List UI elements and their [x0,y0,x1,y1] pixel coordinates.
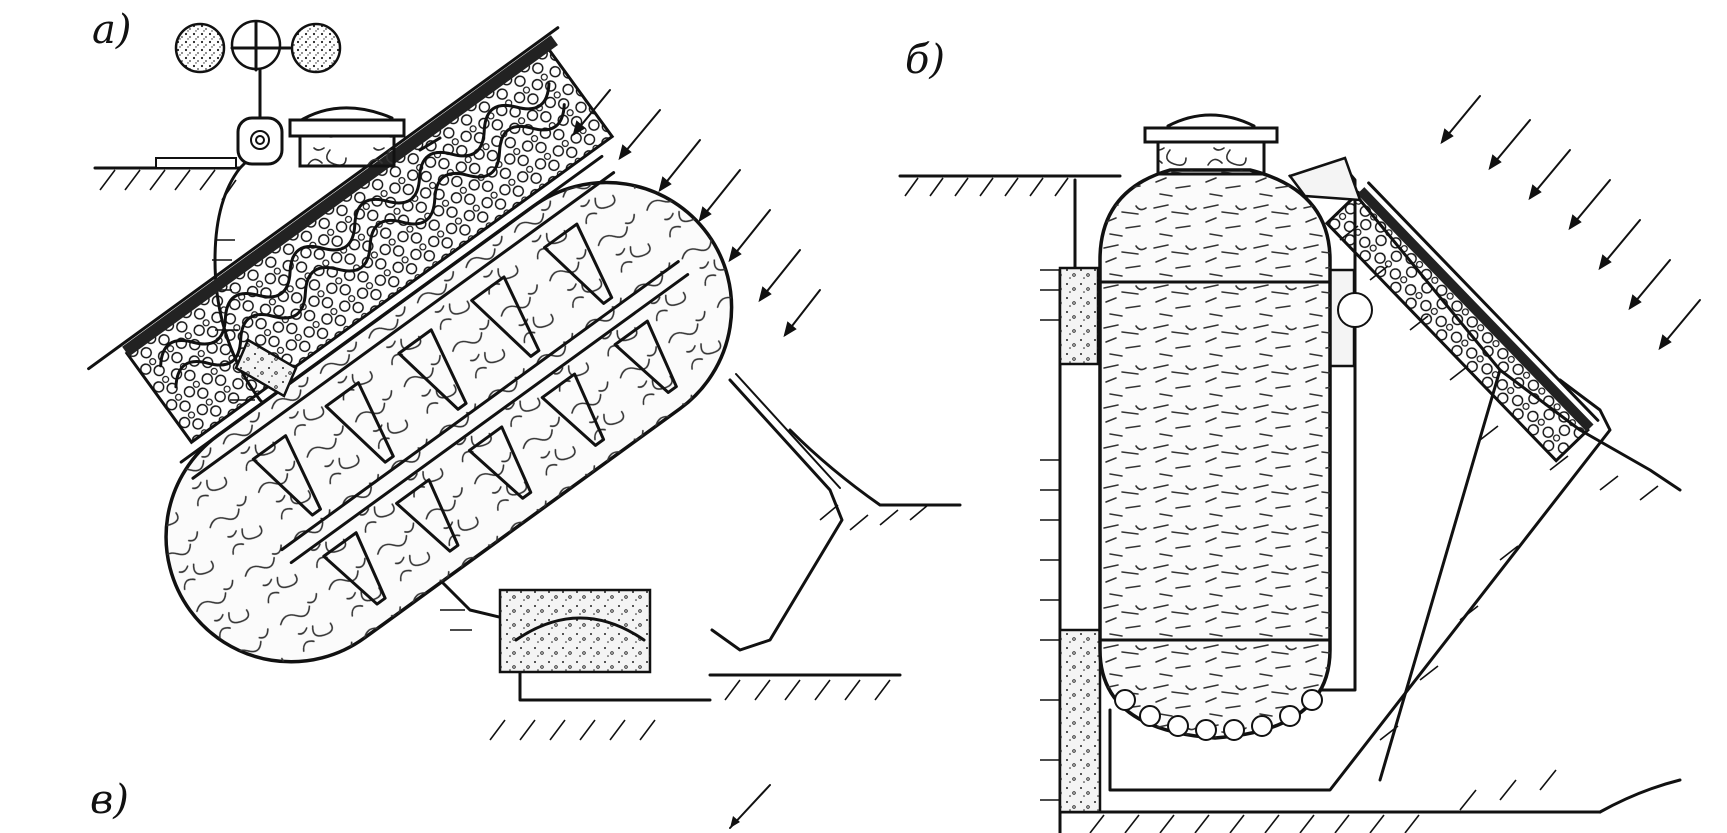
sun-rays-b [1440,95,1701,351]
return-pipe-b [1108,378,1612,792]
collector-b-support [1287,156,1362,202]
tank-a [87,26,734,664]
figure-c [729,784,771,829]
return-pipe-a [710,378,844,652]
figure-a [87,19,962,741]
collector-b [1324,181,1600,463]
coil-b [1114,689,1323,741]
expansion-vessel-b [1337,292,1373,328]
tank-b [1098,113,1332,740]
sun-rays-a [572,89,821,338]
slope-surface-a [788,428,962,507]
label-c: в) [90,777,129,823]
label-a: а) [92,7,132,53]
ground-hatch-b [904,177,1659,833]
manhole-a [288,106,406,168]
anemometer [155,19,342,169]
label-b: б) [905,37,946,83]
figure-b [898,95,1701,833]
